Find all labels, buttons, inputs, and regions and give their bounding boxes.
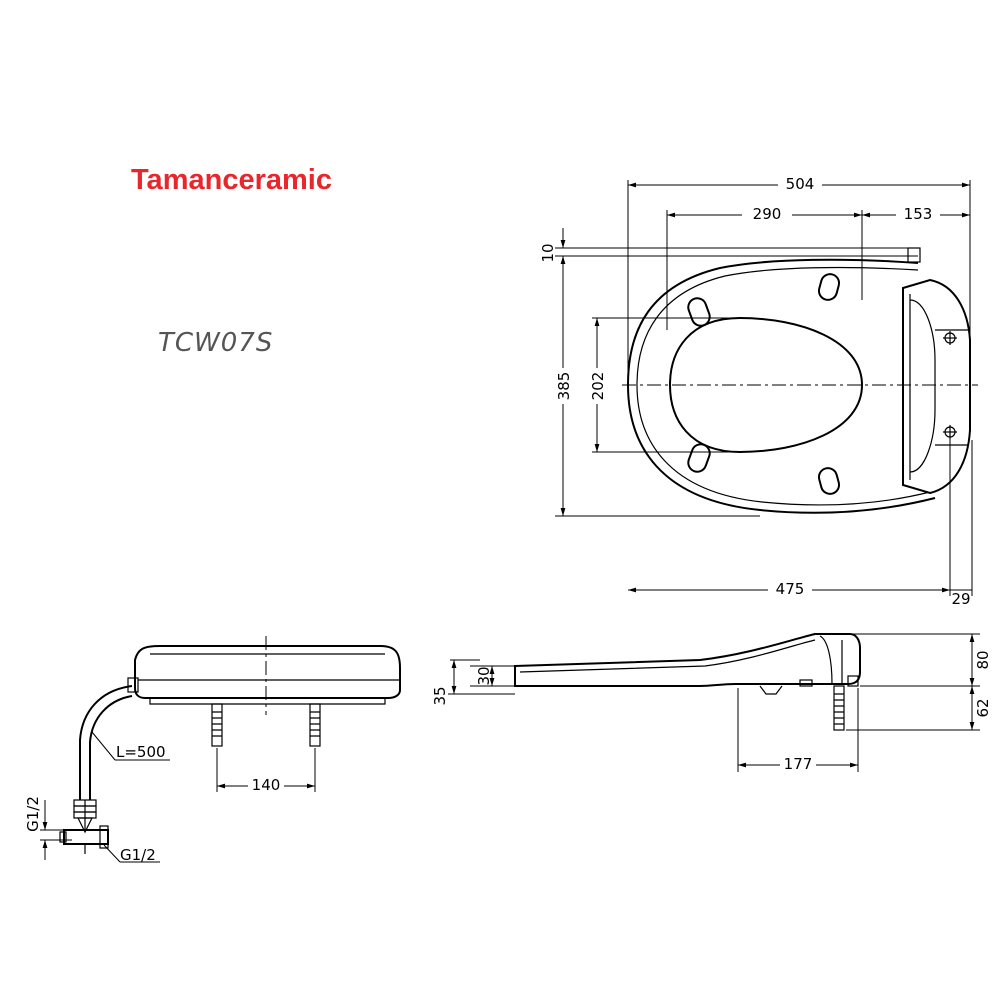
dim-bolt-spacing: 140 (252, 776, 281, 794)
foot-pad (687, 443, 711, 473)
dim-total-length: 385 (555, 372, 573, 401)
top-view: 504 290 153 10 385 202 475 29 (539, 172, 978, 608)
foot-pad (817, 273, 841, 301)
water-hose (79, 685, 133, 800)
dim-rear-offset: 153 (904, 205, 933, 223)
dim-bolt-length: 62 (974, 698, 992, 717)
mounting-bolt-right (309, 703, 321, 747)
front-view: 140 L=500 G1/2 G1/2 (24, 636, 401, 864)
dim-total-width: 504 (786, 175, 815, 193)
dim-seat-height: 30 (475, 666, 493, 685)
mounting-bolt-left (211, 703, 223, 747)
seat-body-front (134, 645, 401, 699)
model-number: TCW07S (158, 328, 274, 358)
foot-pad (817, 467, 841, 495)
control-unit-top (902, 278, 971, 495)
side-mounting-bolt (833, 685, 845, 731)
hose-length-label: L=500 (116, 743, 166, 761)
dim-body-width: 475 (776, 580, 805, 598)
dim-front-height: 35 (431, 686, 449, 705)
dim-opening-length: 202 (589, 372, 607, 401)
dim-back-offset: 29 (951, 590, 970, 608)
seat-outline (626, 258, 936, 514)
hinge-stub (907, 247, 921, 263)
dim-hinge-offset: 10 (539, 243, 557, 262)
control-knob-upper (943, 331, 957, 345)
dim-hole-spacing: 290 (753, 205, 782, 223)
thread-label-vertical: G1/2 (24, 796, 42, 832)
seat-profile (514, 633, 861, 687)
brand-title: Tamanceramic (131, 164, 332, 196)
seat-opening (668, 316, 864, 454)
foot-pad (687, 297, 711, 327)
dim-unit-height: 80 (974, 650, 992, 669)
side-view: 30 35 80 62 177 (431, 633, 992, 773)
valve (59, 799, 109, 854)
dim-unit-depth: 177 (784, 755, 813, 773)
thread-label-horizontal: G1/2 (120, 846, 156, 864)
